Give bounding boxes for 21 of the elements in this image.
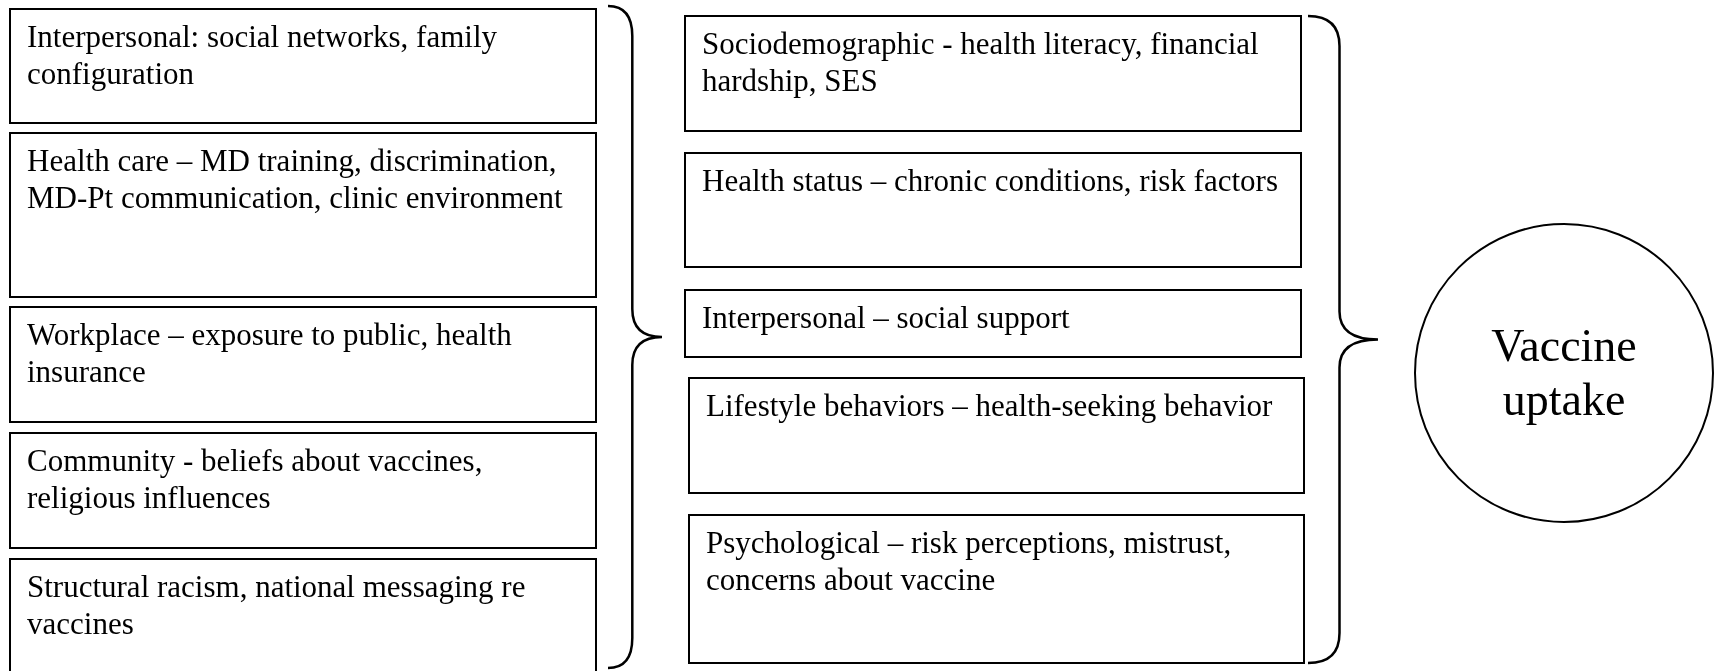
factor-text: Health care – MD training, discrimination, MD-Pt communication, clinic environment bbox=[26, 142, 564, 216]
factor-box bbox=[9, 8, 597, 124]
factor-box bbox=[684, 15, 1302, 132]
factor-box bbox=[688, 377, 1305, 494]
factor-text: Sociodemographic - health literacy, financial hardship, SES bbox=[701, 25, 1260, 99]
factor-text: Interpersonal: social networks, family configuration bbox=[26, 18, 499, 92]
factor-text: Workplace – exposure to public, health insurance bbox=[26, 316, 513, 390]
factor-text: Community - beliefs about vaccines, religious influences bbox=[26, 442, 484, 516]
factor-box bbox=[9, 432, 597, 549]
factor-box bbox=[684, 152, 1302, 268]
factor-text: Structural racism, national messaging re vaccines bbox=[26, 568, 527, 642]
factor-box bbox=[688, 514, 1305, 664]
factor-text: Psychological – risk perceptions, mistrust, concerns about vaccine bbox=[705, 524, 1233, 598]
factor-text: Interpersonal – social support bbox=[701, 299, 1071, 336]
outcome-label: Vaccine uptake bbox=[1490, 319, 1638, 427]
factor-box bbox=[9, 132, 597, 298]
factor-text: Health status – chronic conditions, risk factors bbox=[701, 162, 1279, 199]
factor-box bbox=[684, 289, 1302, 358]
factor-text: Lifestyle behaviors – health-seeking behavior bbox=[705, 387, 1274, 424]
factor-box bbox=[9, 558, 597, 671]
factor-box bbox=[9, 306, 597, 423]
